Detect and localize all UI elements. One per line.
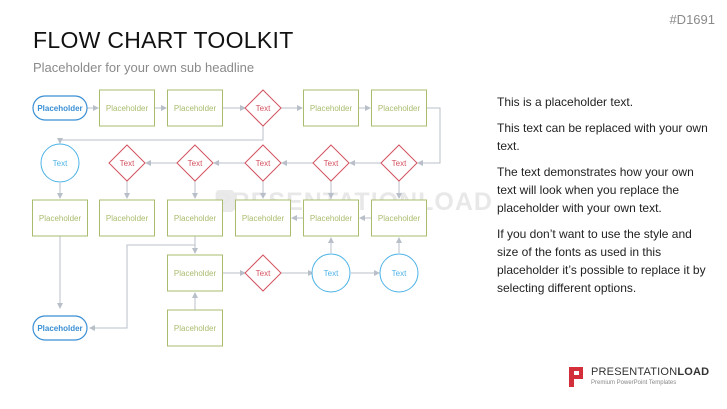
node-label: Text — [188, 159, 203, 168]
process-node: Placeholder — [99, 89, 155, 127]
node-label: Placeholder — [37, 104, 82, 113]
decision-node: Text — [108, 144, 146, 182]
decision-node: Text — [244, 254, 282, 292]
node-label: Placeholder — [39, 214, 82, 223]
body-paragraph: If you don’t want to use the style and s… — [497, 227, 706, 295]
brand-logo: PRESENTATIONLOAD Premium PowerPoint Temp… — [569, 364, 719, 390]
node-label: Placeholder — [174, 214, 217, 223]
node-label: Text — [256, 104, 271, 113]
node-label: Placeholder — [174, 104, 217, 113]
brand-name-part1: PRESENTATION — [591, 366, 678, 378]
node-label: Text — [392, 269, 407, 278]
process-node: Placeholder — [167, 89, 223, 127]
process-node: Placeholder — [235, 199, 291, 237]
node-label: Text — [53, 159, 68, 168]
process-node: Placeholder — [167, 309, 223, 347]
brand-name-part2: LOAD — [677, 366, 710, 378]
node-label: Text — [324, 269, 339, 278]
process-node: Placeholder — [303, 89, 359, 127]
process-node: Placeholder — [99, 199, 155, 237]
node-label: Placeholder — [37, 324, 82, 333]
terminator-node: Placeholder — [32, 315, 88, 341]
page-title: FLOW CHART TOOLKIT — [33, 27, 294, 53]
node-label: Placeholder — [378, 214, 421, 223]
node-label: Text — [120, 159, 135, 168]
process-node: Placeholder — [167, 199, 223, 237]
decision-node: Text — [244, 144, 282, 182]
connector-node: Text — [311, 253, 351, 293]
brand-name: PRESENTATIONLOAD — [591, 366, 709, 378]
node-label: Placeholder — [242, 214, 285, 223]
node-label: Text — [392, 159, 407, 168]
decision-node: Text — [380, 144, 418, 182]
connector-node: Text — [379, 253, 419, 293]
page-subtitle: Placeholder for your own sub headline — [33, 60, 255, 75]
body-paragraph: The text demonstrates how your own text … — [497, 165, 694, 215]
process-node: Placeholder — [32, 199, 88, 237]
flow-arrow — [89, 236, 196, 331]
node-label: Placeholder — [106, 104, 149, 113]
connector-node: Text — [40, 143, 80, 183]
decision-node: Text — [176, 144, 214, 182]
decision-node: Text — [244, 89, 282, 127]
node-label: Placeholder — [310, 214, 353, 223]
slide-id: #D1691 — [669, 12, 715, 27]
node-label: Placeholder — [174, 269, 217, 278]
node-label: Placeholder — [310, 104, 353, 113]
node-label: Placeholder — [174, 324, 217, 333]
process-node: Placeholder — [167, 254, 223, 292]
terminator-node: Placeholder — [32, 95, 88, 121]
process-node: Placeholder — [303, 199, 359, 237]
flow-arrow — [57, 126, 264, 144]
brand-tagline: Premium PowerPoint Templates — [591, 380, 677, 386]
body-paragraph: This text can be replaced with your own … — [497, 121, 708, 153]
decision-node: Text — [312, 144, 350, 182]
node-label: Text — [256, 159, 271, 168]
flow-arrow — [417, 107, 441, 166]
node-label: Text — [324, 159, 339, 168]
brand-mark-icon — [569, 367, 583, 387]
body-text: This is a placeholder text. This text ca… — [497, 93, 712, 305]
process-node: Placeholder — [371, 89, 427, 127]
process-node: Placeholder — [371, 199, 427, 237]
body-paragraph: This is a placeholder text. — [497, 95, 634, 109]
node-label: Placeholder — [378, 104, 421, 113]
node-label: Placeholder — [106, 214, 149, 223]
node-label: Text — [256, 269, 271, 278]
